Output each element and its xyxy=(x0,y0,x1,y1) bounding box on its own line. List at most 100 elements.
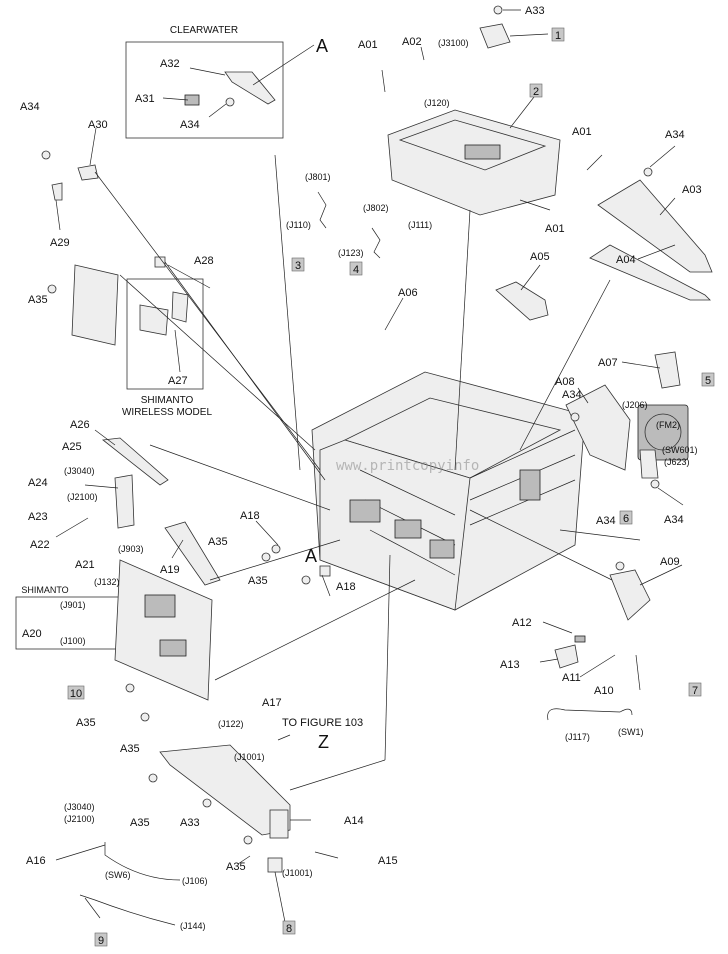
part-label-a18: A18 xyxy=(336,581,356,593)
left-side-parts xyxy=(51,71,331,926)
connector-label: (J3100) xyxy=(438,38,469,48)
view-letter-z: Z xyxy=(318,732,329,752)
watermark: www.printcopyinfo xyxy=(336,458,479,474)
connector-label: (J120) xyxy=(424,98,450,108)
connector-label: (J1001) xyxy=(234,752,265,762)
part-label-a34: A34 xyxy=(664,514,684,526)
part-label-a32: A32 xyxy=(160,58,180,70)
connector-label: (J111) xyxy=(408,220,432,230)
part-label-a11: A11 xyxy=(562,672,581,684)
part-label-a35: A35 xyxy=(226,861,246,873)
connector-label: (J623) xyxy=(664,457,690,467)
main-chassis: www.printcopyinfo xyxy=(311,371,586,611)
part-label-a12: A12 xyxy=(512,617,532,629)
shimanto-wireless-box: SHIMANTO WIRELESS MODEL xyxy=(122,278,212,418)
part-label-a21: A21 xyxy=(75,559,95,571)
part-label-a30: A30 xyxy=(88,119,108,131)
view-letter-a: A xyxy=(316,36,328,56)
connector-label: (J1001) xyxy=(282,868,313,878)
laser-scanner-assembly xyxy=(387,23,561,216)
part-label-a03: A03 xyxy=(682,184,702,196)
part-label-a34: A34 xyxy=(665,129,685,141)
connector-label: (J801) xyxy=(305,172,331,182)
part-label-a34: A34 xyxy=(562,389,582,401)
connector-label: (J2100) xyxy=(64,814,95,824)
part-label-a35: A35 xyxy=(208,536,228,548)
connector-label: (J132) xyxy=(94,577,120,587)
connector-label: (J3040) xyxy=(64,466,95,476)
callout-3: 3 xyxy=(291,257,305,272)
part-label-a01: A01 xyxy=(572,126,592,138)
part-label-a33: A33 xyxy=(525,5,545,17)
part-labels: A33 A01 A02 A01 A01 A32 A31 A34 A34 A30 … xyxy=(20,5,702,873)
connector-label: (J106) xyxy=(182,876,208,886)
connector-label: (J144) xyxy=(180,921,206,931)
connector-label: (J903) xyxy=(118,544,144,554)
part-label-a34: A34 xyxy=(596,515,616,527)
svg-text:3: 3 xyxy=(295,260,301,272)
connector-label: (J110) xyxy=(286,220,311,230)
part-label-a15: A15 xyxy=(378,855,398,867)
callout-2: 2 xyxy=(529,83,543,98)
part-label-a19: A19 xyxy=(160,564,180,576)
callout-badges: 1 2 3 4 5 6 7 8 9 10 xyxy=(67,27,715,947)
clearwater-label: CLEARWATER xyxy=(170,25,238,36)
part-label-a14: A14 xyxy=(344,815,364,827)
part-label-a34: A34 xyxy=(180,119,200,131)
part-label-a23: A23 xyxy=(28,511,48,523)
part-label-a26: A26 xyxy=(70,419,90,431)
leader-lines xyxy=(55,9,684,923)
callout-5: 5 xyxy=(701,372,715,387)
part-label-a04: A04 xyxy=(616,254,636,266)
connector-label: (SW601) xyxy=(662,445,698,455)
part-label-a33: A33 xyxy=(180,817,200,829)
part-label-a09: A09 xyxy=(660,556,680,568)
part-label-a29: A29 xyxy=(50,237,70,249)
view-letter-a: A xyxy=(305,546,317,566)
callout-9: 9 xyxy=(94,932,108,947)
view-references: A A Z TO FIGURE 103 xyxy=(282,36,363,752)
part-label-a25: A25 xyxy=(62,441,82,453)
svg-text:5: 5 xyxy=(705,375,711,387)
part-label-a07: A07 xyxy=(598,357,618,369)
figure-reference: TO FIGURE 103 xyxy=(282,717,363,729)
shimanto-wireless-label-1: SHIMANTO xyxy=(141,395,194,406)
svg-text:9: 9 xyxy=(98,935,104,947)
connector-label: (J901) xyxy=(60,600,86,610)
part-label-a28: A28 xyxy=(194,255,214,267)
part-label-a16: A16 xyxy=(26,855,46,867)
callout-8: 8 xyxy=(282,920,296,935)
part-label-a01: A01 xyxy=(545,223,565,235)
part-label-a31: A31 xyxy=(135,93,155,105)
svg-text:10: 10 xyxy=(70,688,82,700)
connector-label: (J100) xyxy=(60,636,86,646)
part-label-a35: A35 xyxy=(130,817,150,829)
part-label-a27: A27 xyxy=(168,375,188,387)
part-label-a08: A08 xyxy=(555,376,575,388)
connector-label: (J206) xyxy=(622,400,648,410)
callout-4: 4 xyxy=(349,261,363,276)
part-label-a06: A06 xyxy=(398,287,418,299)
svg-text:8: 8 xyxy=(286,923,292,935)
part-label-a02: A02 xyxy=(402,36,422,48)
part-label-a17: A17 xyxy=(262,697,282,709)
part-label-a22: A22 xyxy=(30,539,50,551)
part-label-a10: A10 xyxy=(594,685,614,697)
part-label-a18: A18 xyxy=(240,510,260,522)
part-label-a35: A35 xyxy=(120,743,140,755)
callout-1: 1 xyxy=(551,27,565,42)
connector-labels: (J3100) (J120) (J801) (J110) (J802) (J11… xyxy=(60,38,698,931)
callout-10: 10 xyxy=(67,685,85,700)
connector-label: (J123) xyxy=(338,248,364,258)
svg-text:4: 4 xyxy=(353,264,359,276)
svg-text:2: 2 xyxy=(533,86,539,98)
connector-label: (J122) xyxy=(218,719,244,729)
connector-label: (J117) xyxy=(565,732,590,742)
svg-text:7: 7 xyxy=(692,685,698,697)
shimanto-wireless-label-2: WIRELESS MODEL xyxy=(122,407,212,418)
part-label-a24: A24 xyxy=(28,477,48,489)
callout-7: 7 xyxy=(688,682,702,697)
flex-cables xyxy=(317,69,603,259)
screws xyxy=(41,5,660,845)
